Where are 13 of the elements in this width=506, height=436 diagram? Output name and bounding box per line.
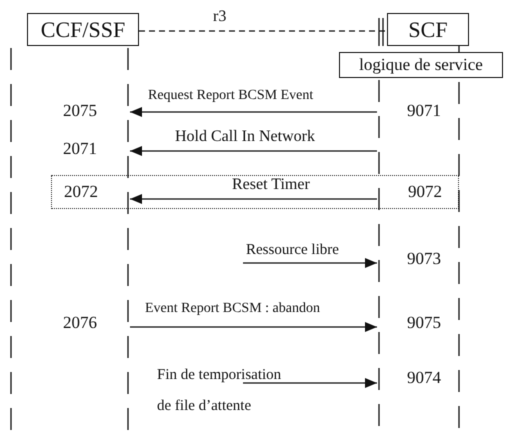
logic-box: logique de service — [339, 52, 503, 78]
message-label: Event Report BCSM : abandon — [145, 301, 320, 316]
message-label: Request Report BCSM Event — [148, 88, 314, 104]
entity-box: CCF/SSF — [27, 13, 139, 46]
entity-box: SCF — [387, 13, 469, 46]
connector-line — [139, 30, 387, 32]
message-arrow — [243, 378, 377, 388]
message-arrow — [130, 322, 377, 332]
message-arrow — [130, 146, 377, 156]
message-label: Fin de temporisation de file d’attente — [157, 366, 282, 416]
message-arrow — [243, 258, 377, 268]
message-arrow — [130, 107, 377, 117]
message-arrow — [130, 194, 377, 204]
